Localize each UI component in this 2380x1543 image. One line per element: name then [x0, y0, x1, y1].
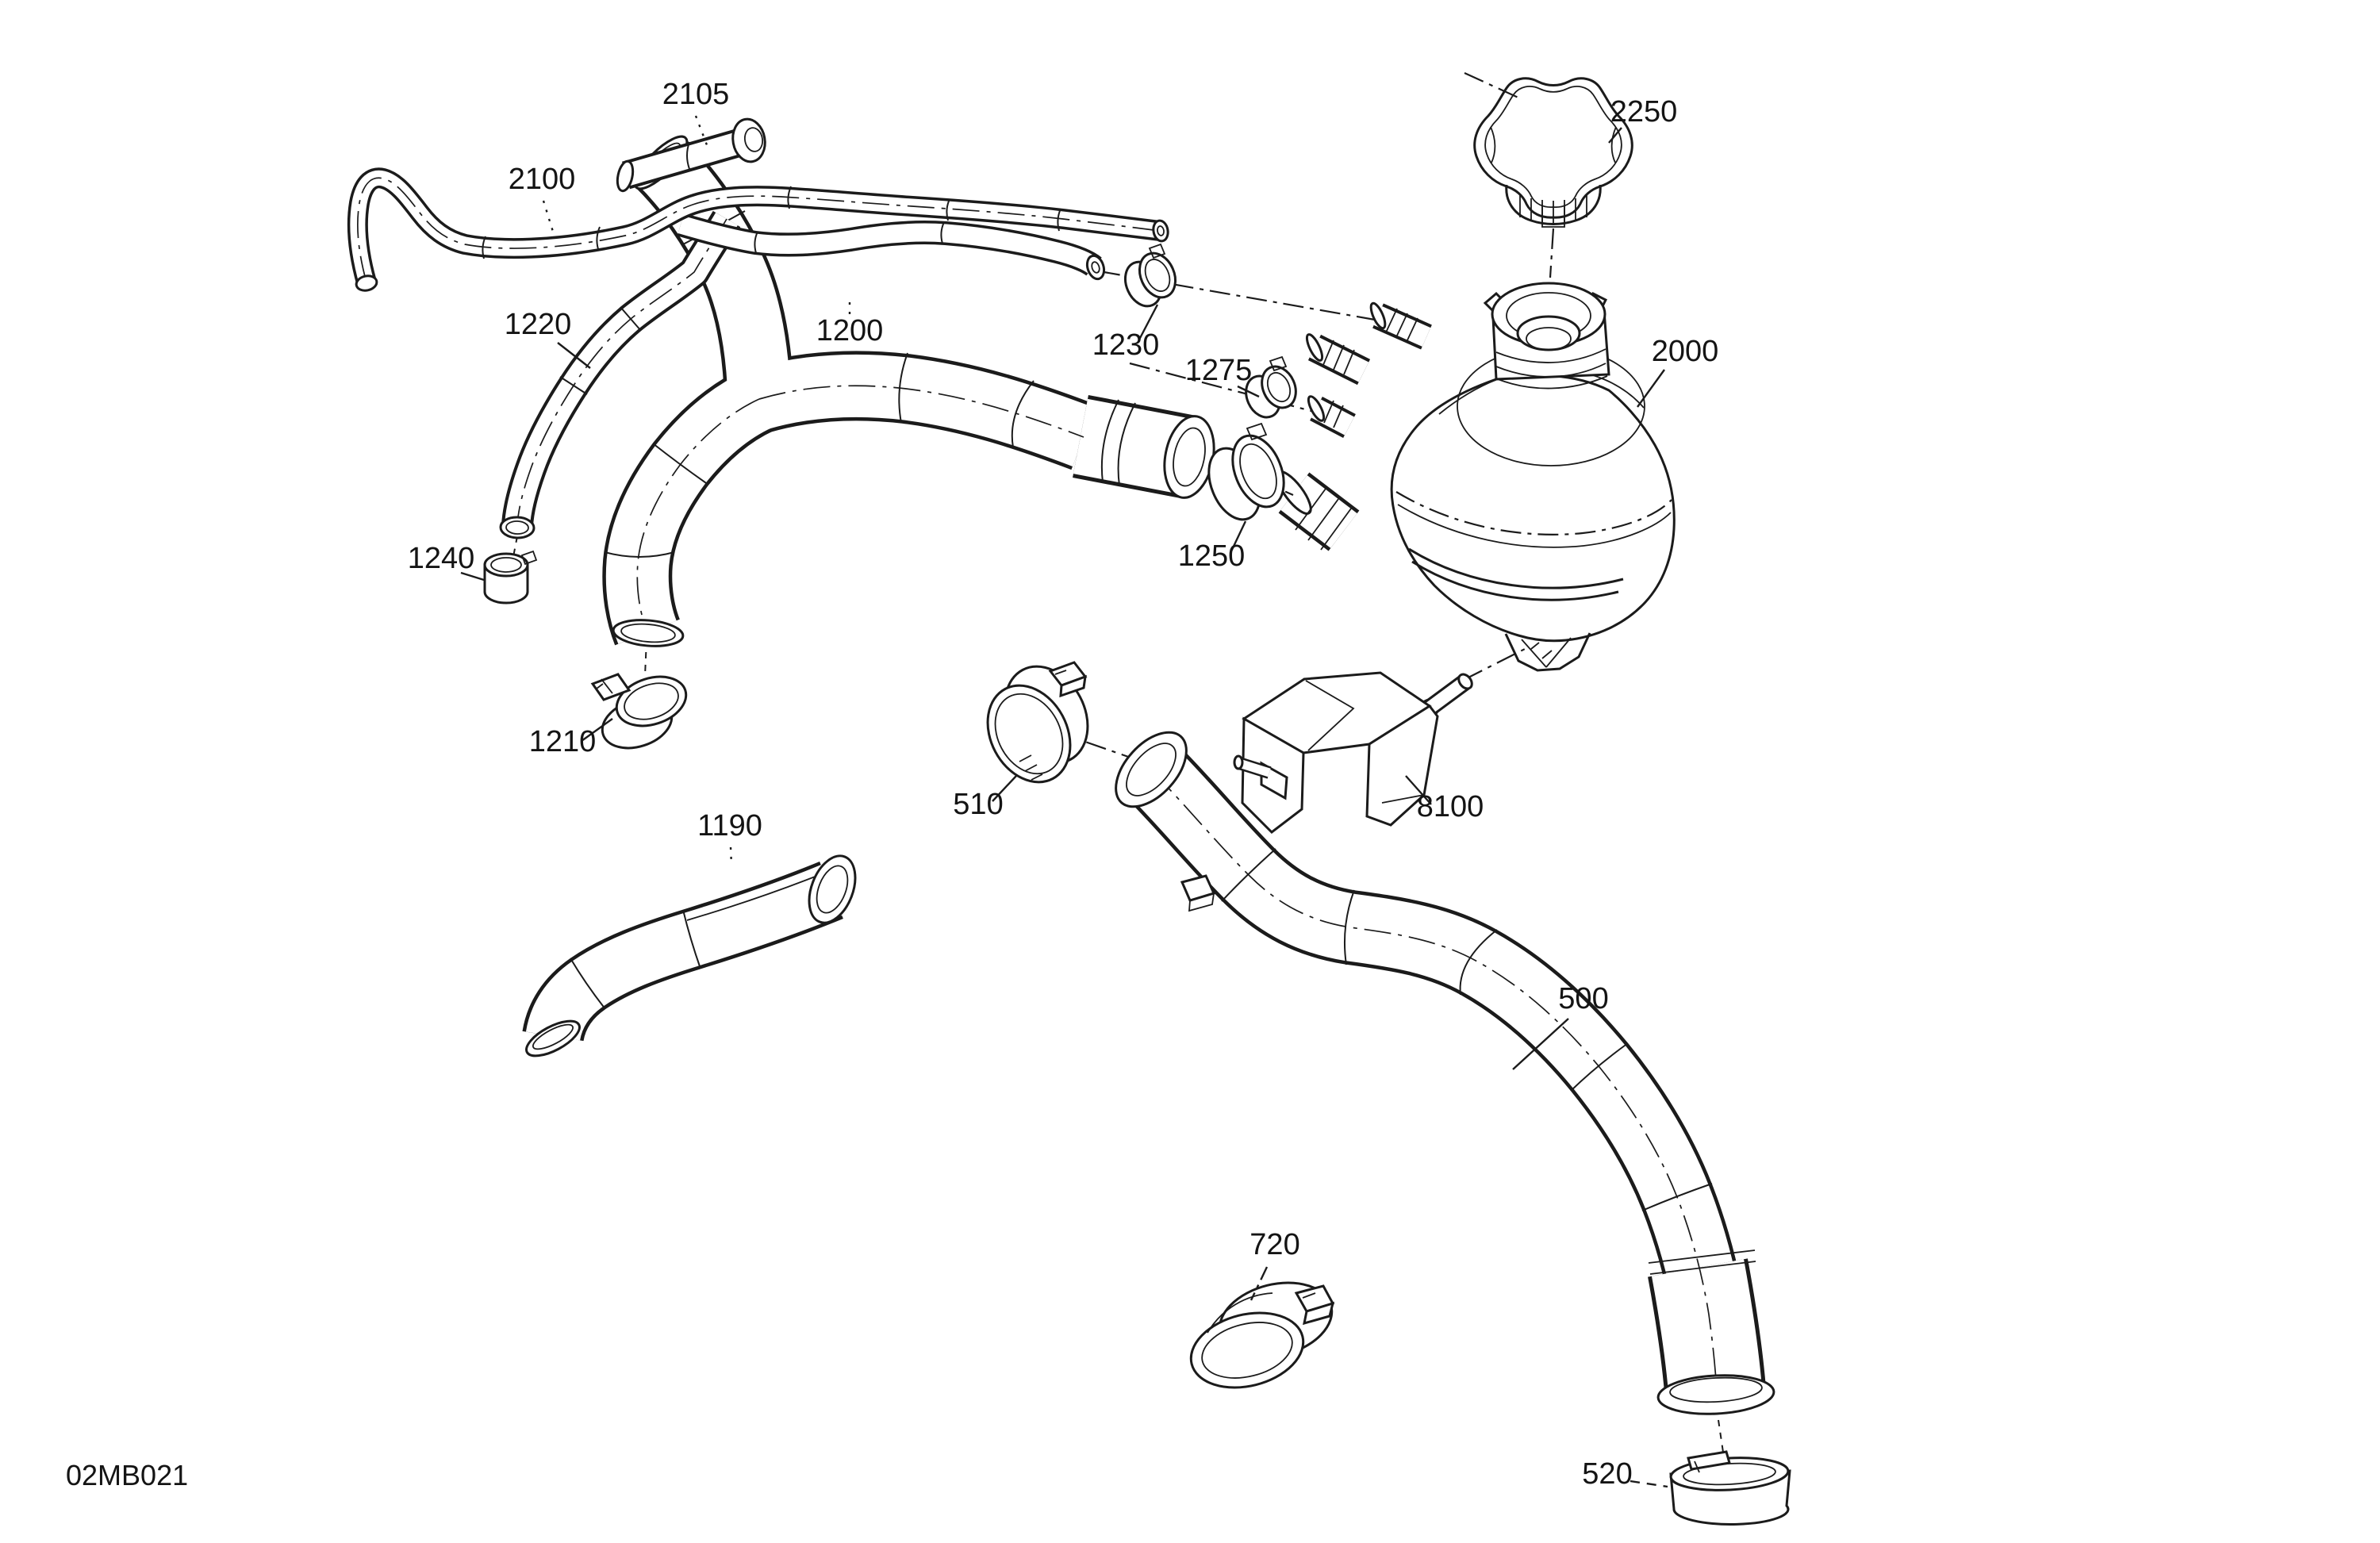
part-label-2100: 2100 [509, 163, 576, 196]
part-label-2250: 2250 [1610, 95, 1678, 129]
hose-2100-hook-end [355, 274, 378, 292]
bracket-stub-pin [1233, 754, 1244, 770]
clamp-720 [1189, 1281, 1335, 1389]
hose-500-top-end [1115, 731, 1188, 808]
clamp-1250 [1207, 422, 1285, 521]
part-label-1240: 1240 [408, 542, 475, 575]
labels-layer: 2105 2100 2250 2000 1220 1200 1230 1275 1250 1240… [408, 78, 1719, 1491]
hose-2100 [355, 178, 1169, 292]
reservoir-cap [1473, 77, 1633, 228]
part-label-8100: 8100 [1417, 790, 1484, 823]
leader-line-720 [1250, 1266, 1269, 1301]
part-label-2105: 2105 [662, 78, 730, 111]
part-label-group-1230: 1230 [1092, 304, 1160, 362]
leader-line-510 [992, 775, 1017, 802]
leader-line-1230 [1138, 304, 1159, 340]
part-label-group-1200: 1200 [816, 302, 884, 347]
part-label-group-2100: 2100 [509, 163, 576, 232]
part-label-group-520: 520 [1582, 1457, 1668, 1491]
hose-500-bottom-end [1656, 1374, 1775, 1415]
hose-2100-open-end [1152, 219, 1169, 243]
part-label-group-500: 500 [1512, 982, 1609, 1070]
clamp-1230 [1123, 243, 1177, 308]
tank-foot [1504, 632, 1591, 672]
hose-1190 [521, 854, 864, 1063]
clamp-1275 [1245, 355, 1297, 419]
clamp-1240 [483, 550, 538, 605]
leader-line-1220 [557, 342, 591, 369]
leader-line-2000 [1637, 369, 1665, 408]
part-label-720: 720 [1250, 1228, 1299, 1261]
part-label-group-1240: 1240 [408, 542, 485, 582]
part-label-group-2105: 2105 [662, 78, 730, 150]
part-label-group-1250: 1250 [1178, 520, 1247, 573]
leader-line-520 [1630, 1480, 1668, 1488]
part-label-1200: 1200 [816, 314, 884, 347]
part-label-group-8100: 8100 [1405, 775, 1484, 823]
clamp-510 [986, 661, 1089, 784]
reservoir-tank [1272, 282, 1676, 672]
tank-body [1390, 374, 1676, 643]
leader-line-500 [1512, 1018, 1569, 1070]
leader-line-1240 [460, 571, 485, 582]
hose-1190-cut-end [525, 1019, 581, 1057]
leader-line-8100 [1405, 775, 1432, 805]
part-label-group-1210: 1210 [529, 718, 613, 758]
leader-line-1210 [581, 718, 613, 742]
part-label-group-1275: 1275 [1185, 354, 1260, 398]
part-label-group-2000: 2000 [1637, 335, 1719, 408]
hose-1190-open-end [808, 854, 857, 924]
part-label-1190: 1190 [697, 809, 762, 843]
part-label-510: 510 [953, 788, 1003, 821]
part-label-group-1190: 1190 [697, 809, 762, 866]
hose-1220-bottom-end [499, 516, 536, 539]
hose-500 [1115, 731, 1775, 1417]
part-label-group-1220: 1220 [505, 308, 591, 369]
part-label-group-2250: 2250 [1608, 95, 1678, 144]
leader-line-2250 [1608, 127, 1622, 144]
leader-line-1275 [1237, 385, 1260, 398]
hose-1200-bottom-end [612, 619, 685, 647]
part-label-500: 500 [1558, 982, 1608, 1015]
hose-1220 [499, 219, 727, 539]
diagram-code: 02MB021 [66, 1459, 188, 1491]
part-label-1275: 1275 [1185, 354, 1253, 387]
leader-line-2105 [694, 115, 710, 150]
part-label-520: 520 [1582, 1457, 1632, 1491]
hose-2105 [615, 117, 766, 193]
bracket-8100 [1233, 671, 1475, 834]
leader-line-1250 [1229, 520, 1247, 554]
part-label-1230: 1230 [1092, 328, 1160, 362]
tank-neck [1483, 282, 1610, 390]
part-label-1220: 1220 [505, 308, 572, 341]
part-label-2000: 2000 [1652, 335, 1719, 368]
leader-line-2100 [542, 200, 555, 232]
tank-fittings [1272, 301, 1426, 550]
clamp-1210 [590, 673, 688, 750]
part-label-group-510: 510 [953, 775, 1017, 821]
part-label-group-720: 720 [1250, 1228, 1300, 1301]
part-label-1210: 1210 [529, 725, 597, 758]
bracket-pin [1457, 673, 1473, 690]
part-label-1250: 1250 [1178, 539, 1246, 573]
clamp-520 [1669, 1450, 1791, 1526]
